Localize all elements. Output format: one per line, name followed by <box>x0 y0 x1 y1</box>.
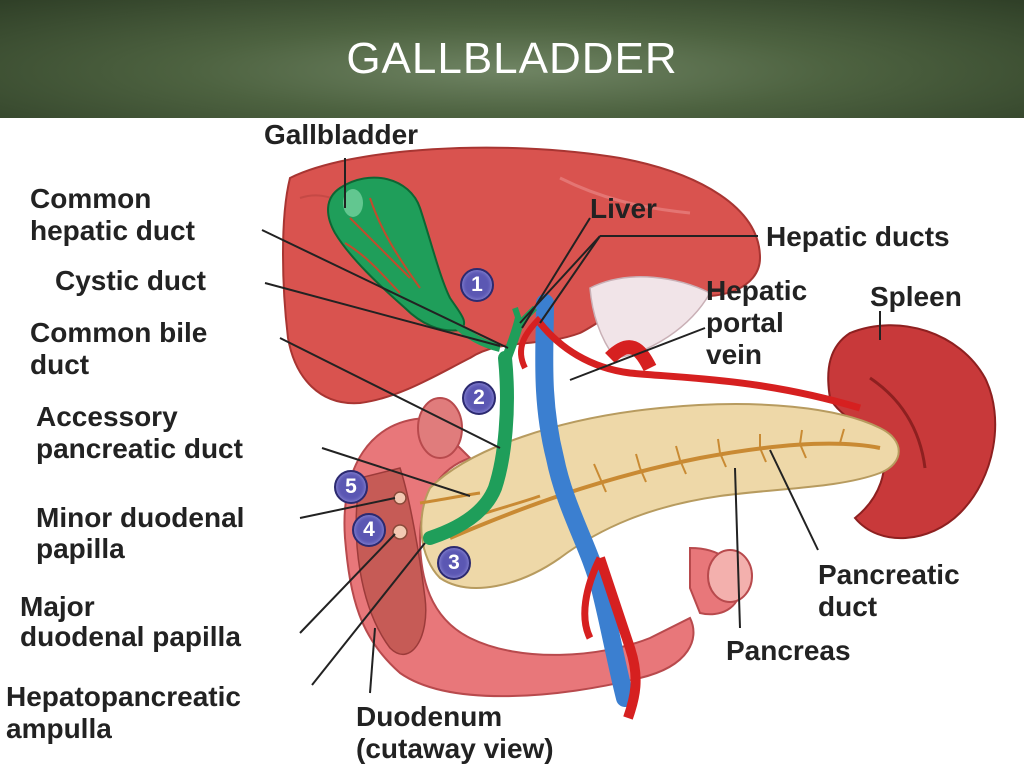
label-common-hepatic-duct-line2: hepatic duct <box>30 215 195 246</box>
label-hepatic-ducts: Hepatic ducts <box>766 221 950 252</box>
label-hepatopancreatic-ampulla-line2: ampulla <box>6 713 112 744</box>
blood-vessels <box>518 294 862 720</box>
label-hepatic-portal-vein-line1: Hepatic <box>706 275 808 306</box>
label-accessory-pancreatic-duct-line2: pancreatic duct <box>36 433 243 464</box>
label-duodenum-line2: (cutaway view) <box>356 733 554 764</box>
label-spleen: Spleen <box>870 281 962 312</box>
label-common-bile-duct-line1: Common bile <box>30 317 208 348</box>
label-common-hepatic-duct-line1: Common <box>30 183 152 214</box>
label-common-bile-duct-line2: duct <box>30 349 90 380</box>
label-major-duodenal-papilla-line2: duodenal papilla <box>20 621 241 652</box>
marker-1: 1 <box>460 268 494 302</box>
label-pancreas: Pancreas <box>726 635 851 666</box>
label-hepatic-portal-vein-line2: portal <box>706 307 784 338</box>
marker-3: 3 <box>437 546 471 580</box>
label-major-duodenal-papilla-line1: Major <box>20 591 95 622</box>
label-pancreatic-duct-line2: duct <box>818 591 878 622</box>
label-gallbladder: Gallbladder <box>264 119 419 150</box>
label-liver: Liver <box>590 193 657 224</box>
anatomy-diagram: 1 2 3 4 5 Gallbladder Common hepatic duc… <box>0 118 1024 768</box>
slide-title: GALLBLADDER <box>346 34 678 83</box>
label-accessory-pancreatic-duct-line1: Accessory <box>36 401 178 432</box>
label-pancreatic-duct-line1: Pancreatic <box>818 559 960 590</box>
label-hepatic-portal-vein-line3: vein <box>706 339 763 370</box>
title-bar: GALLBLADDER <box>0 0 1024 118</box>
marker-4: 4 <box>352 513 386 547</box>
gallbladder-and-ducts <box>327 176 538 545</box>
label-cystic-duct: Cystic duct <box>55 265 206 296</box>
leader-lines <box>261 158 881 694</box>
label-minor-duodenal-papilla-line1: Minor duodenal <box>36 502 245 533</box>
marker-2: 2 <box>462 381 496 415</box>
marker-5: 5 <box>334 470 368 504</box>
label-minor-duodenal-papilla-line2: papilla <box>36 533 125 564</box>
anatomy-illustration <box>261 146 997 720</box>
label-duodenum-line1: Duodenum <box>356 701 503 732</box>
label-hepatopancreatic-ampulla-line1: Hepatopancreatic <box>6 681 241 712</box>
